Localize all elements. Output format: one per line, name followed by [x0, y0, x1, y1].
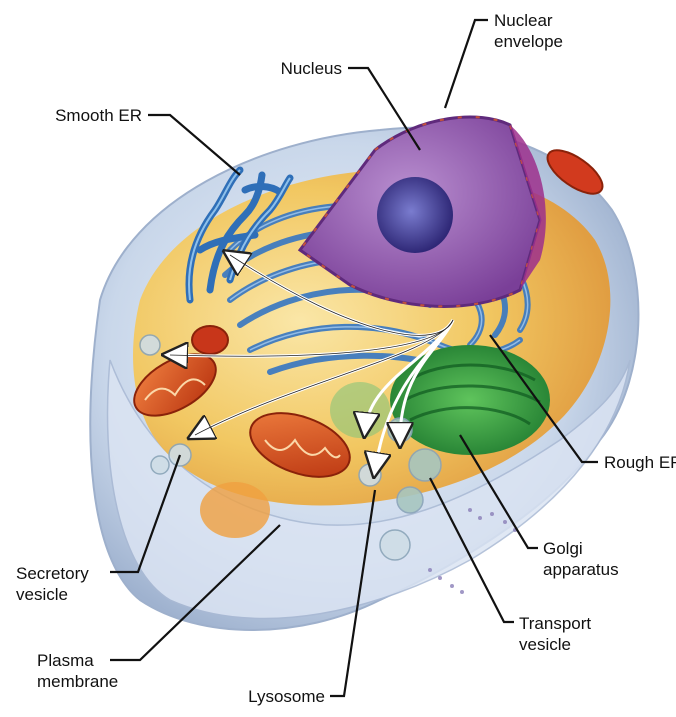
nucleolus-shape — [377, 177, 453, 253]
label-transport-vesicle-line2: vesicle — [519, 634, 591, 655]
label-smooth-er-text: Smooth ER — [20, 105, 142, 126]
label-golgi-line2: apparatus — [543, 559, 619, 580]
label-rough-er: Rough ER — [604, 452, 676, 473]
label-smooth-er: Smooth ER — [20, 105, 142, 126]
label-transport-vesicle-line1: Transport — [519, 613, 591, 634]
label-secretory-vesicle-line2: vesicle — [16, 584, 89, 605]
label-golgi-line1: Golgi — [543, 538, 619, 559]
label-lysosome-text: Lysosome — [225, 686, 325, 707]
label-golgi-apparatus: Golgi apparatus — [543, 538, 619, 580]
label-nuclear-envelope: Nuclear envelope — [494, 10, 563, 52]
label-rough-er-text: Rough ER — [604, 452, 676, 473]
label-nuclear-envelope-line1: Nuclear — [494, 10, 563, 31]
label-nucleus: Nucleus — [250, 58, 342, 79]
label-secretory-vesicle-line1: Secretory — [16, 563, 89, 584]
label-nuclear-envelope-line2: envelope — [494, 31, 563, 52]
label-secretory-vesicle: Secretory vesicle — [16, 563, 89, 605]
label-plasma-membrane-line1: Plasma — [37, 650, 118, 671]
label-plasma-membrane: Plasma membrane — [37, 650, 118, 692]
label-plasma-membrane-line2: membrane — [37, 671, 118, 692]
label-transport-vesicle: Transport vesicle — [519, 613, 591, 655]
label-lysosome: Lysosome — [225, 686, 325, 707]
label-nucleus-text: Nucleus — [250, 58, 342, 79]
